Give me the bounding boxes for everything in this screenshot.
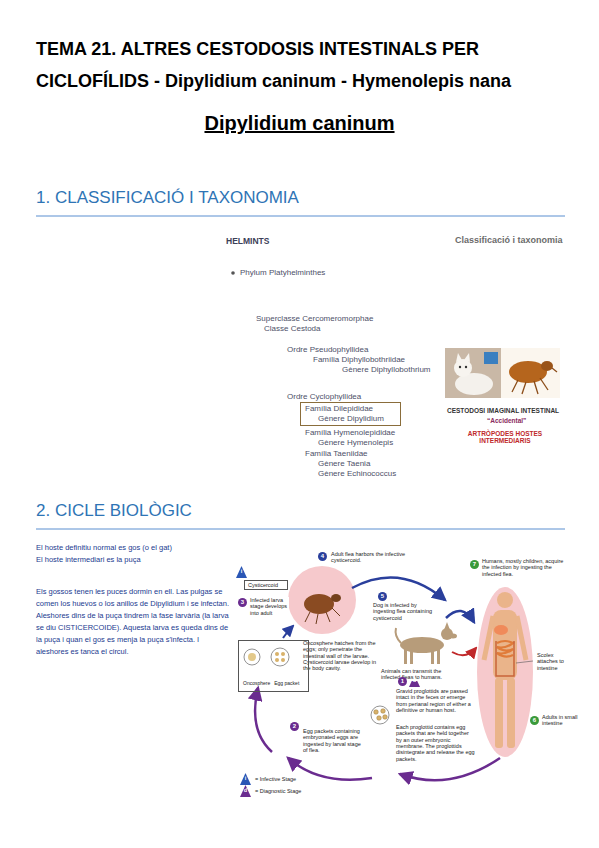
photo-caption: CESTODOSI IMAGINAL INTESTINAL (447, 407, 559, 414)
legend-text: = Diagnostic Stage (254, 788, 302, 794)
node-text: Oncosphere (243, 681, 270, 687)
body-text: Els gossos tenen les puces dormin en ell… (36, 586, 232, 658)
photo-caption: “Accidental” (487, 417, 526, 424)
taxon-label: Ordre Pseudophyllidea (287, 345, 368, 354)
taxon-label: Phylum Platyhelminthes (240, 268, 325, 277)
stage-note: Each proglottid contains egg packets tha… (395, 724, 477, 762)
figure-title: Classificació i taxonomia (455, 235, 563, 245)
callout-number: 2 (290, 722, 299, 731)
stage-box: Cysticercoid (244, 580, 288, 590)
stage-letter: i (240, 776, 251, 782)
taxon-label: Gènere Echinococcus (318, 469, 396, 478)
node-text: Egg packet (274, 681, 299, 687)
section-heading: 1. CLASSIFICACIÓ I TAXONOMIA (36, 188, 299, 208)
stage-note: Adult flea harbors the infective cystice… (330, 551, 422, 564)
legend-text: = Infective Stage (254, 776, 297, 782)
stage-note: Dog is infected by ingesting flea contai… (372, 602, 436, 621)
callout-number: 5 (378, 592, 387, 601)
stage-note: Egg packets containing embryonated eggs … (302, 728, 364, 753)
callout-number: 4 (318, 552, 327, 561)
taxon-label: Família Hymenolepididae (305, 428, 395, 437)
taxon-label: Gènere Taenia (318, 459, 370, 468)
callout-number: 7 (470, 560, 479, 569)
section-heading: 2. CICLE BIOLÒGIC (36, 501, 192, 521)
stage-note: Humans, mostly children, acquire the inf… (481, 558, 571, 577)
taxon-label: Ordre Cyclophyllidea (287, 392, 361, 401)
page-title: TEMA 21. ALTRES CESTODOSIS INTESTINALS P… (36, 34, 581, 97)
taxon-box: Família DilepididaeGènere Dipylidium (300, 402, 401, 426)
taxon-label: Classe Cestoda (264, 324, 320, 333)
node-text: Cysticercoid (248, 582, 284, 588)
stage-letter: d (240, 788, 251, 794)
stage-letter: i (236, 569, 247, 575)
taxon-label: HELMINTS (226, 237, 269, 247)
taxon-label: Família Diphyllobothriidae (313, 355, 405, 364)
subtitle: Dipylidium caninum (0, 112, 599, 135)
stage-note: Infected larva stage develops into adult (249, 597, 289, 616)
taxon-label: Família Taeniidae (305, 449, 368, 458)
stage-box: Oncosphere Egg packet (238, 640, 309, 692)
taxon-label: Gènere Hymenolepis (318, 438, 393, 447)
node-text: Família Dilepididae (305, 404, 394, 414)
body-text: El hoste intermediari es la puça (36, 554, 236, 566)
callout-number: 3 (238, 598, 247, 607)
stage-note: Gravid proglottids are passed intact in … (395, 688, 477, 713)
callout-number: 1 (398, 677, 407, 686)
body-text: El hoste definitiu normal es gos (o el g… (36, 542, 236, 554)
stage-note: Oncosphere hatches from the eggs; only p… (302, 640, 379, 672)
taxon-label: Gènere Diphyllobothrium (342, 365, 431, 374)
photo-caption: ARTRÒPODES HOSTES INTERMEDIARIS (452, 430, 558, 445)
node-text: Gènere Dipylidium (305, 414, 394, 424)
stage-letter: d (409, 678, 420, 684)
stage-note: Scolex attaches to intestine (536, 652, 574, 671)
stage-note: Adults in small intestine (541, 714, 583, 727)
callout-number: 6 (530, 716, 539, 725)
taxon-label: Superclasse Cercomeromorphae (256, 314, 373, 323)
